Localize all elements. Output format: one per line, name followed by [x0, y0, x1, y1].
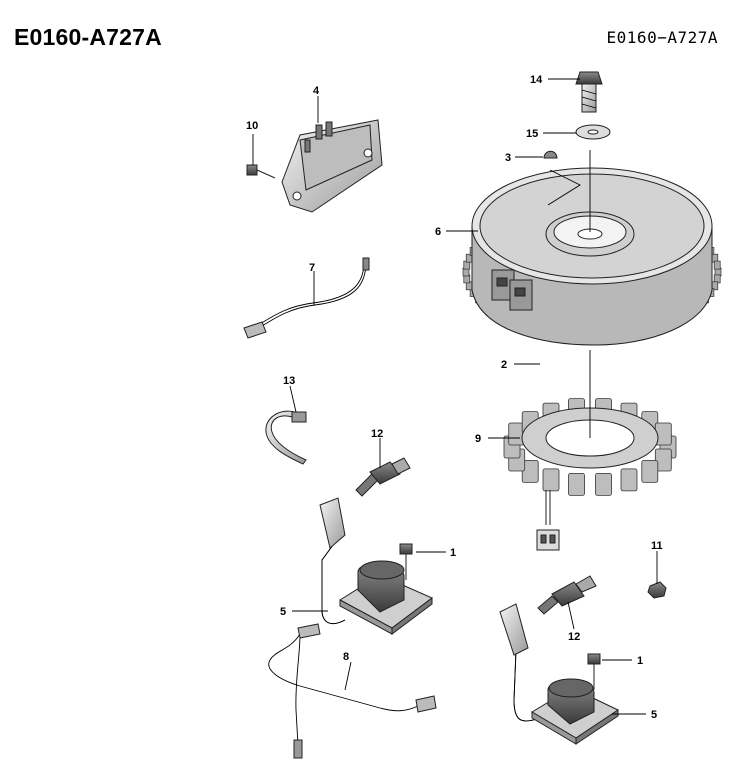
leader-lines — [252, 78, 658, 715]
callout-1b: 1 — [637, 655, 643, 667]
callout-labels: 4 10 14 15 3 6 7 2 13 9 12 1 11 5 12 8 1… — [246, 74, 663, 721]
ignition-coil-5a-part — [319, 497, 433, 635]
callout-8: 8 — [343, 651, 349, 663]
callout-5b: 5 — [651, 709, 657, 721]
diagram-code: E0160−A727A — [606, 28, 718, 47]
stator-pole — [542, 468, 560, 492]
harness-8-part — [268, 623, 437, 759]
clamp-13-part — [265, 410, 307, 465]
nut-11-part — [647, 581, 667, 599]
stator-pole — [568, 472, 585, 496]
callout-11: 11 — [651, 540, 663, 552]
washer-15-part — [575, 124, 611, 140]
bolt-1b-part — [587, 653, 601, 690]
callout-1a: 1 — [450, 547, 456, 559]
flywheel-6-part — [462, 167, 722, 346]
regulator-part — [281, 119, 383, 213]
key-3-part — [543, 150, 558, 159]
spark-plug-12b-part — [537, 575, 597, 615]
callout-4: 4 — [313, 85, 320, 97]
callout-10: 10 — [246, 120, 258, 132]
callout-14: 14 — [530, 74, 543, 86]
stator-pole — [620, 468, 638, 492]
callout-12b: 12 — [568, 631, 580, 643]
callout-12a: 12 — [371, 428, 383, 440]
bolt-10-part — [246, 164, 276, 179]
callout-2: 2 — [501, 359, 507, 371]
callout-9: 9 — [475, 433, 481, 445]
callout-15: 15 — [526, 128, 538, 140]
callout-6: 6 — [435, 226, 441, 238]
stator-9-part — [503, 398, 677, 551]
callout-13: 13 — [283, 375, 295, 387]
stator-pole — [595, 472, 612, 496]
stator-pole — [641, 459, 659, 483]
callout-5a: 5 — [280, 606, 286, 618]
lead-wire-7-part — [243, 257, 370, 339]
bolt-1a-part — [399, 543, 413, 580]
gear-tooth — [713, 260, 721, 270]
callout-3: 3 — [505, 152, 511, 164]
diagram-title: E0160-A727A — [14, 24, 162, 50]
callout-7: 7 — [309, 262, 315, 274]
spark-plug-12a-part — [355, 457, 411, 497]
bolt-14-part — [575, 71, 603, 113]
ignition-coil-5b-part — [499, 603, 620, 745]
